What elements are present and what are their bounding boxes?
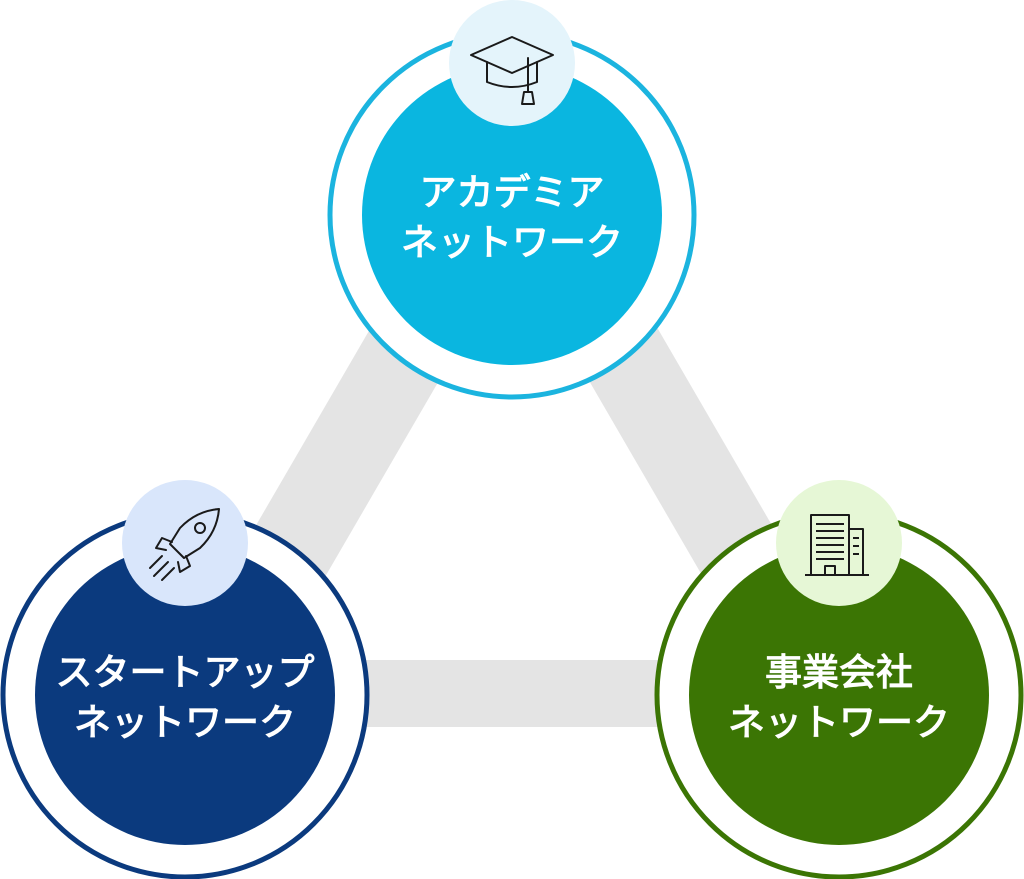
- business-label-line1: 事業会社: [765, 651, 913, 694]
- business-icon-badge: [776, 480, 902, 606]
- graduation-cap-icon: [470, 36, 554, 105]
- academia-icon-badge: [449, 0, 575, 126]
- rocket-icon: [149, 508, 220, 581]
- node-business: 事業会社 ネットワーク: [654, 480, 1024, 879]
- office-building-icon: [805, 514, 869, 576]
- node-academia: アカデミア ネットワーク: [327, 0, 697, 400]
- business-label-line2: ネットワーク: [728, 701, 950, 744]
- node-startup: スタートアップ ネットワーク: [0, 480, 370, 879]
- academia-label-line2: ネットワーク: [401, 221, 623, 264]
- academia-label-line1: アカデミア: [420, 171, 605, 214]
- startup-label-line1: スタートアップ: [56, 651, 315, 694]
- startup-label-line2: ネットワーク: [74, 701, 296, 744]
- academia-circle: [362, 65, 662, 365]
- startup-icon-badge: [122, 480, 248, 606]
- business-circle: [689, 545, 989, 845]
- startup-circle: [35, 545, 335, 845]
